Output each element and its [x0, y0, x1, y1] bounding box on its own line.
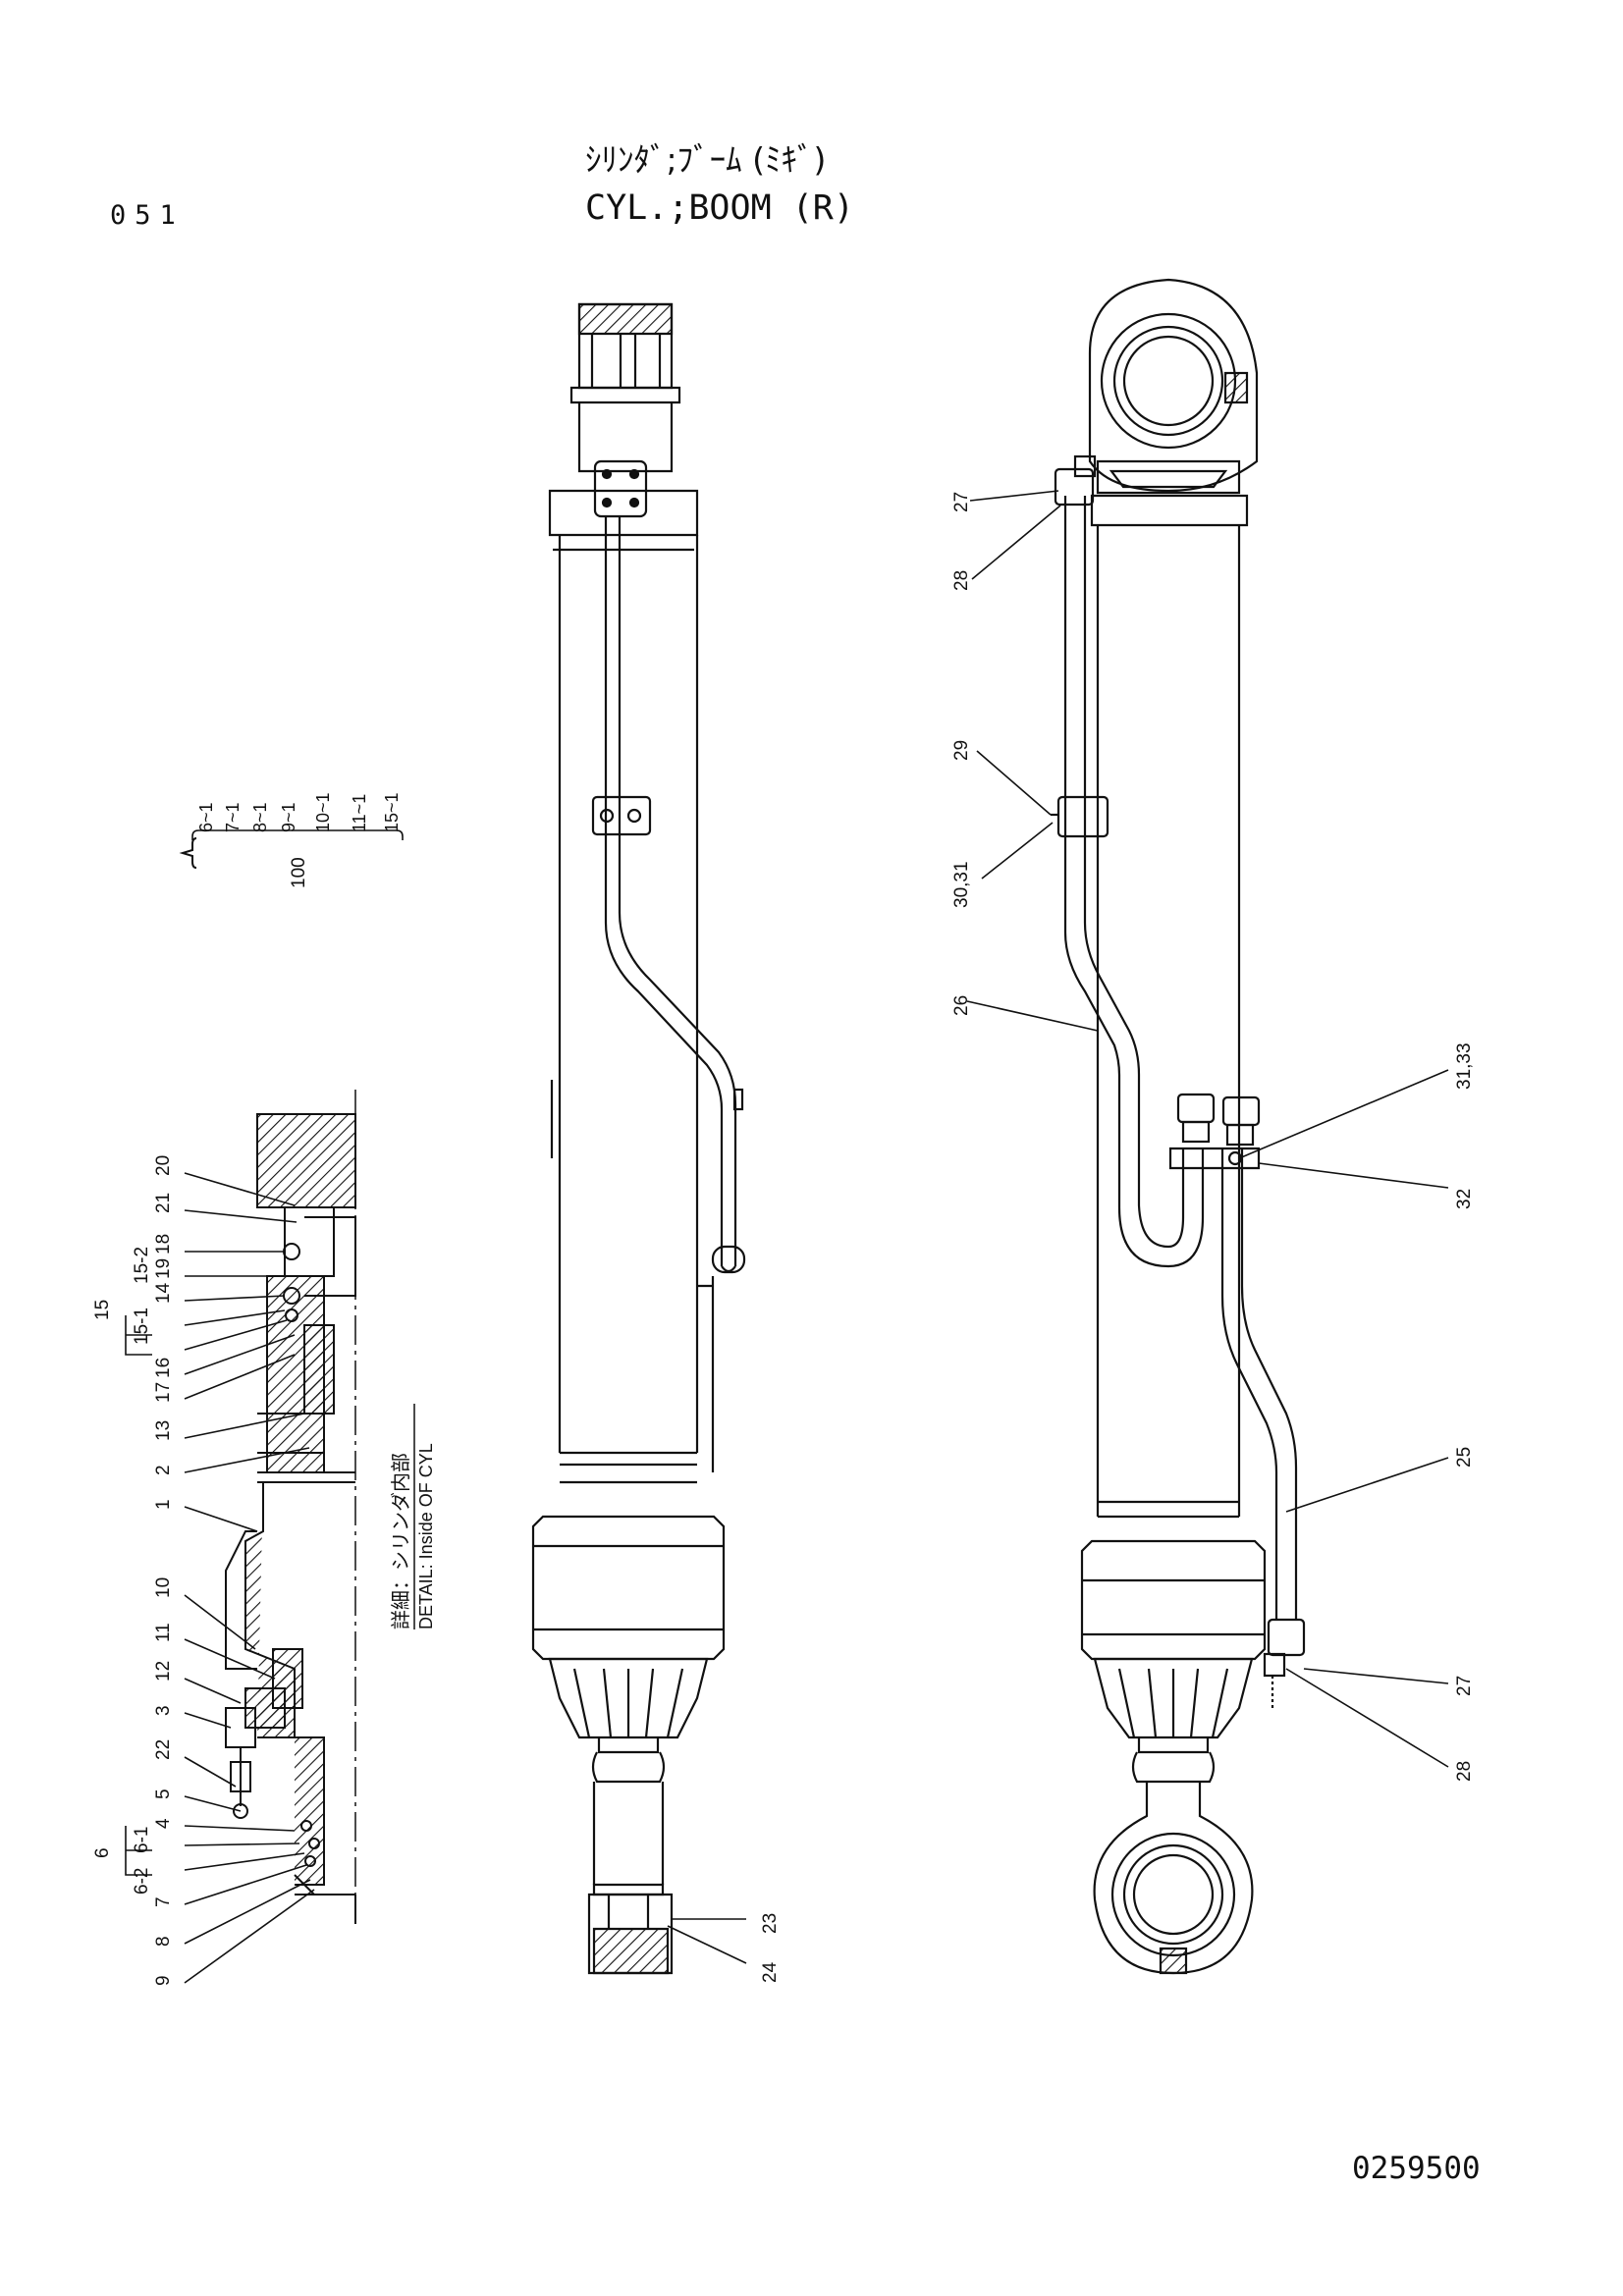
- part-label: 1: [153, 1499, 174, 1510]
- part-label: 21: [153, 1193, 174, 1213]
- detail-leaders: [125, 1172, 315, 1984]
- drawing-title-english: CYL.;BOOM (R): [585, 188, 854, 228]
- kit-item: 6~1: [196, 802, 216, 832]
- part-label: 14: [153, 1282, 174, 1304]
- detail-section-view: [225, 1090, 356, 1924]
- part-label: 15-2: [132, 1247, 152, 1284]
- part-label: 19: [153, 1258, 174, 1279]
- part-label: 17: [153, 1382, 174, 1403]
- part-label: 6-1: [132, 1827, 152, 1853]
- part-label: 31,33: [1454, 1042, 1475, 1090]
- part-label: 26: [951, 995, 972, 1016]
- part-label: 27: [1454, 1676, 1475, 1696]
- part-label: 5: [153, 1789, 174, 1799]
- part-label: 27: [951, 492, 972, 512]
- part-label: 12: [153, 1661, 174, 1682]
- center-part-labels: 23 24: [760, 1913, 781, 1983]
- part-label: 3: [153, 1705, 174, 1716]
- kit-bracket: 100 6~1 7~1 8~1 9~1 10~1 11~1 15~1: [179, 792, 404, 888]
- document-number: 0259500: [1352, 2151, 1481, 2186]
- part-label: 32: [1454, 1189, 1475, 1209]
- kit-item: 7~1: [223, 802, 243, 832]
- kit-item: 10~1: [313, 792, 333, 832]
- part-label: 13: [153, 1420, 174, 1441]
- center-leaders: [667, 1918, 747, 1964]
- part-label: 28: [951, 570, 972, 591]
- part-label: 25: [1454, 1447, 1475, 1468]
- part-label: 9: [153, 1975, 174, 1986]
- kit-item: 8~1: [250, 802, 270, 832]
- part-label: 15-1: [132, 1308, 152, 1345]
- part-label: 10: [153, 1577, 174, 1598]
- kit-item: 9~1: [279, 802, 298, 832]
- part-label: 22: [153, 1739, 174, 1760]
- right-part-labels: 27 28 29 30,31 26 31,33 32 25 27 28: [951, 492, 1475, 1782]
- part-label: 16: [153, 1358, 174, 1378]
- group-label: 6: [92, 1847, 113, 1858]
- part-label: 4: [153, 1818, 174, 1829]
- part-label: 11: [153, 1623, 174, 1642]
- kit-assembly-number: 100: [289, 857, 309, 888]
- part-label: 18: [153, 1234, 174, 1255]
- part-label: 20: [153, 1155, 174, 1176]
- kit-item: 15~1: [382, 792, 402, 832]
- part-label: 23: [760, 1913, 781, 1934]
- detail-caption: 詳細：シリンダ内部 DETAIL: Inside OF CYL: [390, 1404, 436, 1629]
- drawing-title-japanese: ｼﾘﾝﾀﾞ;ﾌﾞｰﾑ (ﾐｷﾞ): [585, 140, 827, 179]
- part-label: 2: [153, 1465, 174, 1475]
- part-label: 8: [153, 1936, 174, 1947]
- detail-caption-jp: 詳細：シリンダ内部: [390, 1453, 412, 1629]
- page-number: 051: [110, 200, 185, 231]
- detail-caption-en: DETAIL: Inside OF CYL: [416, 1443, 436, 1629]
- part-label: 6-2: [132, 1868, 152, 1895]
- right-leaders: [966, 490, 1449, 1768]
- detail-part-labels: 20 21 18 19 14 15-2 15-1 16 17 13 2 1 10…: [92, 1155, 174, 1986]
- kit-item: 11~1: [350, 794, 369, 832]
- center-cylinder-view: [531, 302, 746, 1975]
- part-label: 28: [1454, 1761, 1475, 1782]
- part-label: 24: [760, 1961, 781, 1983]
- part-label: 7: [153, 1896, 174, 1907]
- part-label: 29: [951, 740, 972, 761]
- group-label: 15: [92, 1300, 113, 1320]
- part-label: 30,31: [951, 861, 972, 908]
- right-cylinder-view: [1051, 278, 1306, 1975]
